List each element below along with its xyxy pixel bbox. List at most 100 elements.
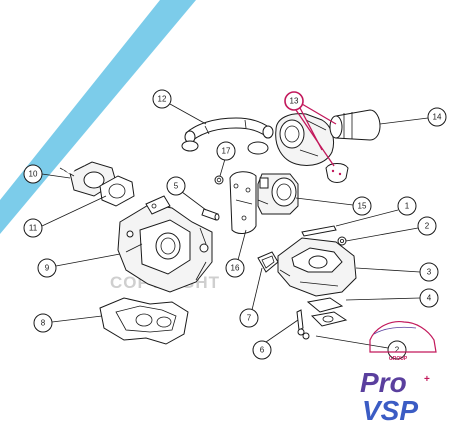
logo-pro-text: Pro [360, 367, 407, 398]
leader-line-2 [345, 227, 419, 242]
callout-10: 10 [23, 164, 43, 184]
callout-number-7: 7 [247, 314, 252, 323]
callout-circle-2 [387, 340, 407, 360]
logo-group-label: GROUP [389, 356, 408, 362]
callout-14: 14 [427, 107, 447, 127]
leader-line-8 [51, 315, 103, 323]
callout-circle-11 [23, 218, 43, 238]
leader-line-16 [237, 229, 247, 261]
leader-line-13 [301, 103, 337, 125]
callout-number-3: 3 [427, 268, 432, 277]
part-14-tube [329, 109, 381, 141]
part-8-gasket [99, 297, 189, 345]
callout-number-4: 4 [427, 294, 432, 303]
leader-line-2 [315, 335, 389, 349]
callout-2: 2 [387, 340, 407, 360]
leader-line-6 [265, 319, 299, 343]
callout-number-12: 12 [158, 95, 167, 104]
part-15-valve [257, 173, 299, 215]
callout-number-9: 9 [45, 264, 50, 273]
part-12-hose [181, 117, 274, 155]
callout-number-17: 17 [222, 147, 231, 156]
callout-circle-8 [33, 313, 53, 333]
callout-circle-5 [166, 176, 186, 196]
callout-17: 17 [216, 141, 236, 161]
callout-circle-16 [225, 258, 245, 278]
provsp-logo: GROUP Pro + VSP [360, 321, 437, 426]
leader-line-11 [41, 195, 107, 227]
part-3-housing [277, 237, 357, 297]
part-16-plate [229, 171, 257, 234]
callout-number-14: 14 [433, 113, 442, 122]
callout-number-8: 8 [41, 319, 46, 328]
part-11-gasket [99, 175, 135, 207]
leader-line-12 [169, 103, 207, 125]
callout-circle-6 [252, 340, 272, 360]
callout-circle-10 [23, 164, 43, 184]
leader-line-15 [295, 197, 354, 206]
callout-number-15: 15 [358, 202, 367, 211]
callout-number-5: 5 [174, 182, 179, 191]
callout-circle-2 [417, 216, 437, 236]
leader-line-17 [219, 158, 226, 177]
callout-number-11: 11 [29, 224, 38, 233]
callout-circle-17 [216, 141, 236, 161]
callout-circle-7 [239, 308, 259, 328]
part-2-nut-top [337, 236, 347, 246]
leader-line-4 [345, 297, 421, 301]
leader-line-7 [251, 267, 263, 311]
leader-line-5 [181, 191, 207, 211]
part-throttle-assembly [275, 113, 335, 166]
callout-circle-4 [419, 288, 439, 308]
part-5-pin [201, 208, 220, 221]
leader-line-9 [55, 253, 121, 267]
callout-number-1: 1 [405, 202, 410, 211]
callout-number-10: 10 [29, 170, 38, 179]
part-17-bolt [214, 175, 224, 185]
callout-number-2: 2 [395, 346, 400, 355]
callout-number-6: 6 [260, 346, 265, 355]
callout-7: 7 [239, 308, 259, 328]
leader-line-14 [379, 117, 429, 125]
logo-car-outline-icon [369, 321, 437, 353]
website-banner: pro-piece-vsp.com [0, 0, 196, 234]
callout-4: 4 [419, 288, 439, 308]
callout-circle-9 [37, 258, 57, 278]
callout-5: 5 [166, 176, 186, 196]
part-4-flange-gasket [306, 297, 348, 327]
callout-12: 12 [152, 89, 172, 109]
part-7-gasket [257, 251, 279, 273]
logo-plus-icon: + [424, 374, 430, 385]
callout-16: 16 [225, 258, 245, 278]
callout-9: 9 [37, 258, 57, 278]
part-13-seal [325, 163, 349, 183]
part-1-rod [301, 225, 337, 237]
callout-1: 1 [397, 196, 417, 216]
callout-2: 2 [417, 216, 437, 236]
callout-number-16: 16 [231, 264, 240, 273]
part-9-manifold [117, 195, 213, 293]
callout-circle-14 [427, 107, 447, 127]
leader-line-10 [41, 173, 71, 179]
callout-circle-13 [284, 91, 304, 111]
leader-line-13 [295, 109, 335, 167]
callout-6: 6 [252, 340, 272, 360]
callout-leader-lines [41, 103, 429, 349]
callout-number-13: 13 [290, 97, 299, 106]
callout-circle-3 [419, 262, 439, 282]
callout-13: 13 [284, 91, 304, 111]
leader-line-3 [355, 267, 421, 273]
part-6-stud [296, 309, 305, 336]
callout-8: 8 [33, 313, 53, 333]
callout-circle-12 [152, 89, 172, 109]
callout-circle-15 [352, 196, 372, 216]
part-2-nut-bottom [302, 332, 310, 340]
callout-number-2: 2 [425, 222, 430, 231]
callout-11: 11 [23, 218, 43, 238]
leader-line-1 [335, 209, 399, 227]
callout-circle-1 [397, 196, 417, 216]
logo-vsp-text: VSP [362, 395, 418, 426]
